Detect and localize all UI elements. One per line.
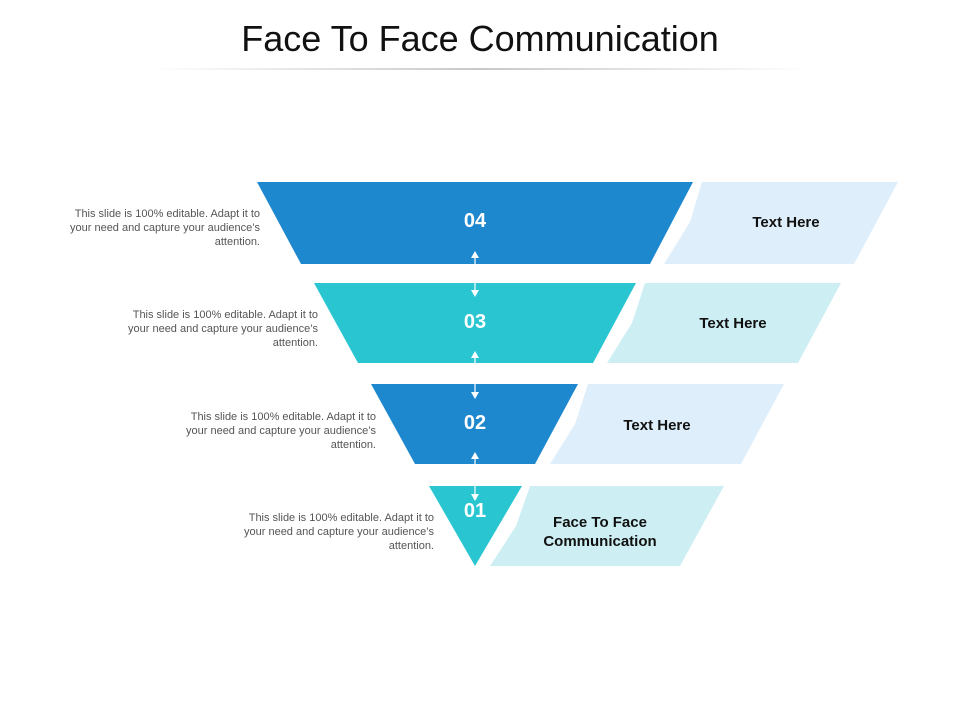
connector-arrow-02-01 (471, 452, 479, 501)
level-01-label: Face To Face Communication (543, 514, 657, 550)
level-03-description: This slide is 100% editable. Adapt it to… (128, 309, 318, 349)
level-04-segment (257, 182, 693, 264)
title-divider (150, 68, 810, 70)
level-03-number: 03 (463, 311, 487, 333)
level-03-label: Text Here (699, 315, 767, 332)
level-02-number: 02 (463, 412, 487, 434)
level-04-description: This slide is 100% editable. Adapt it to… (70, 208, 260, 248)
level-04-label: Text Here (752, 214, 820, 231)
connector-arrow-04-03 (471, 251, 479, 297)
level-02-segment (371, 384, 578, 464)
level-03-panel (607, 283, 841, 363)
level-04-panel (664, 182, 898, 264)
level-01-description: This slide is 100% editable. Adapt it to… (244, 512, 434, 552)
level-03-segment (314, 283, 636, 363)
level-02-description: This slide is 100% editable. Adapt it to… (186, 411, 376, 451)
level-02-panel (550, 384, 784, 464)
level-01-number: 01 (463, 500, 487, 522)
level-01-segment (429, 486, 522, 566)
level-04-number: 04 (463, 210, 487, 232)
connector-arrow-03-02 (471, 351, 479, 399)
level-02-label: Text Here (623, 417, 691, 434)
page-title: Face To Face Communication (241, 18, 719, 59)
level-01-panel (490, 486, 724, 566)
